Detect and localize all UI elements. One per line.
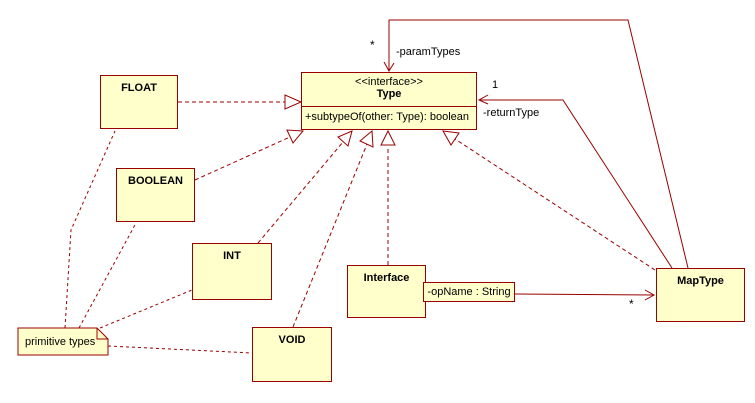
association-returntype[interactable] <box>477 94 673 269</box>
class-box-void[interactable]: VOID <box>252 327 332 382</box>
interface-box-type[interactable]: <<interface>> Type +subtypeOf(other: Typ… <box>301 72 477 130</box>
paramtypes-label[interactable]: -paramTypes <box>396 46 461 58</box>
note-anchor-void[interactable] <box>107 345 253 354</box>
returntype-label[interactable]: -returnType <box>483 107 540 119</box>
opname-multiplicity[interactable]: * <box>629 297 634 311</box>
note-anchor-boolean[interactable] <box>78 222 137 329</box>
realization-maptype-to-type[interactable] <box>442 130 656 271</box>
type-operation: +subtypeOf(other: Type): boolean <box>305 111 469 123</box>
class-name-interface: Interface <box>363 272 410 284</box>
class-name-void: VOID <box>278 334 306 346</box>
note-anchor-int[interactable] <box>99 289 193 329</box>
class-box-int[interactable]: INT <box>192 243 272 300</box>
class-box-maptype[interactable]: MapType <box>656 268 745 322</box>
type-title-compartment: <<interface>> Type <box>302 73 476 107</box>
realization-int-to-type[interactable] <box>257 130 353 244</box>
class-name-float: FLOAT <box>121 82 157 94</box>
realization-boolean-to-type[interactable] <box>194 129 305 181</box>
class-name-maptype: MapType <box>677 275 724 287</box>
paramtypes-multiplicity[interactable]: * <box>370 38 375 52</box>
realization-void-to-type[interactable] <box>292 129 374 328</box>
primitive-types-note[interactable]: primitive types <box>25 336 96 348</box>
type-stereotype: <<interface>> <box>355 76 423 88</box>
type-name: Type <box>376 88 402 100</box>
class-box-interface[interactable]: Interface <box>347 265 426 318</box>
realization-interface-to-type[interactable] <box>380 129 396 265</box>
class-box-float[interactable]: FLOAT <box>100 75 178 129</box>
class-name-int: INT <box>223 250 241 262</box>
class-box-boolean[interactable]: BOOLEAN <box>116 168 195 222</box>
class-name-boolean: BOOLEAN <box>128 175 183 187</box>
returntype-multiplicity[interactable]: 1 <box>492 79 499 91</box>
note-shape[interactable] <box>17 327 109 356</box>
realization-float-to-type[interactable] <box>178 94 303 110</box>
attribute-box-opname[interactable]: -opName : String <box>423 282 515 302</box>
note-anchor-float[interactable] <box>64 130 116 329</box>
association-paramtypes[interactable] <box>383 19 689 269</box>
association-opname[interactable] <box>514 289 656 301</box>
